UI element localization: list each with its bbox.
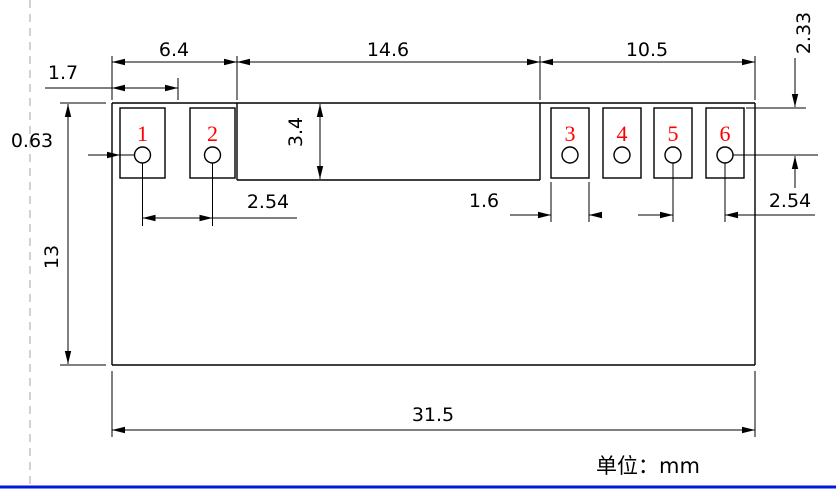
dim-label-1-7: 1.7	[48, 62, 78, 84]
part-outline	[111, 102, 756, 366]
dimensions: 6.4 14.6 10.5 1.7 0.63 3.4 2.54	[11, 12, 815, 434]
dim-label-13: 13	[41, 245, 63, 269]
pad-4: 4	[602, 107, 642, 179]
pad-3-number: 3	[565, 121, 576, 146]
extension-lines	[45, 56, 818, 437]
dim-left-section-width: 6.4	[112, 39, 237, 66]
unit-label: 单位：mm	[596, 454, 700, 478]
pad-1-number: 1	[137, 121, 148, 146]
dim-total-width: 31.5	[112, 404, 755, 434]
dim-pad-top-to-hole: 2.33	[791, 12, 815, 188]
dim-middle-section-width: 14.6	[237, 39, 540, 66]
pad-2-hole	[203, 146, 222, 164]
dim-hole-edge-offset: 0.63	[11, 130, 120, 159]
dim-pad1-width: 1.7	[48, 62, 178, 92]
pad-3-body	[550, 107, 590, 179]
pad-6-number: 6	[720, 121, 731, 146]
pad-4-body	[602, 107, 642, 179]
dim-right-pad-pitch: 2.54	[638, 190, 815, 219]
pad-6-hole	[716, 146, 734, 164]
dim-label-10-5: 10.5	[626, 39, 668, 61]
dim-label-2-33: 2.33	[793, 12, 815, 54]
pad-3-hole	[561, 146, 579, 164]
dim-label-6-4: 6.4	[159, 39, 189, 61]
dim-label-31-5: 31.5	[412, 404, 454, 426]
pad-4-number: 4	[617, 121, 628, 146]
pads: 1 2 3 4 5 6	[119, 107, 745, 179]
pad-1-hole	[133, 146, 152, 164]
dim-label-2-54-left: 2.54	[247, 191, 289, 213]
dim-label-14-6: 14.6	[367, 39, 409, 61]
dim-right-pad-width: 1.6	[469, 190, 602, 219]
dim-label-1-6: 1.6	[469, 190, 499, 212]
dim-label-3-4: 3.4	[285, 117, 307, 147]
pad-3: 3	[550, 107, 590, 179]
dim-body-height: 13	[41, 104, 72, 364]
pad-5-number: 5	[668, 121, 679, 146]
dim-label-0-63: 0.63	[11, 130, 53, 152]
pad-2-number: 2	[207, 121, 218, 146]
dim-label-2-54-right: 2.54	[769, 190, 811, 212]
dim-right-section-width: 10.5	[540, 39, 755, 66]
dim-middle-depth: 3.4	[285, 104, 324, 179]
pad-4-hole	[613, 146, 631, 164]
pad-5-hole	[664, 146, 682, 164]
dim-left-pad-pitch: 2.54	[142, 191, 289, 222]
